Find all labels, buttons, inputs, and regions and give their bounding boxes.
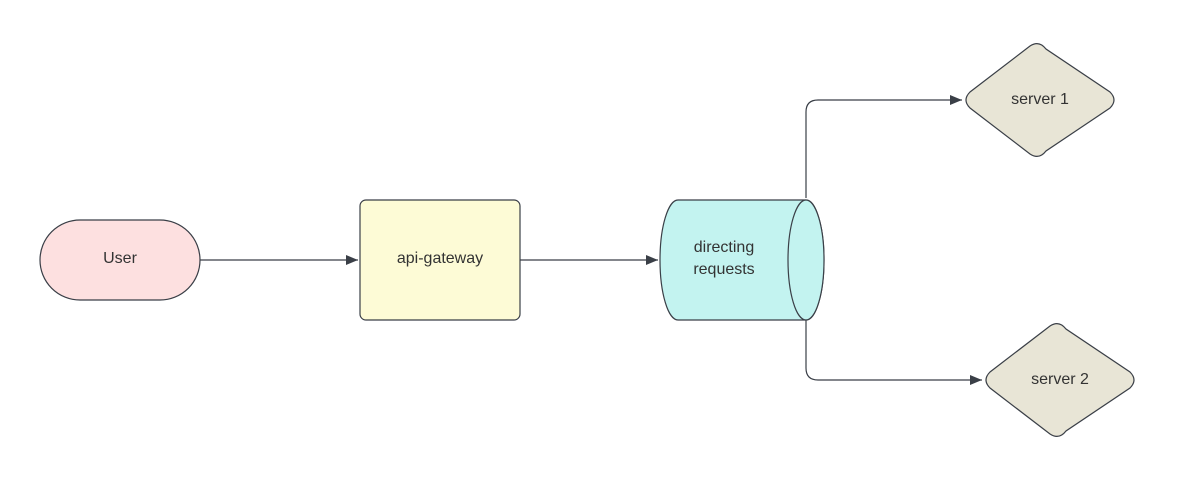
queue-label-line-2: requests <box>693 261 754 278</box>
node-api-gateway[interactable]: api-gateway <box>359 199 521 321</box>
server-2-label: server 2 <box>1031 371 1089 388</box>
edge-queue-to-server-1 <box>805 95 962 198</box>
node-directing-requests[interactable]: directing requests <box>659 199 825 321</box>
user-shape <box>39 219 201 301</box>
server-2-shape <box>985 323 1135 437</box>
user-label: User <box>103 250 137 267</box>
node-server-2[interactable]: server 2 <box>985 323 1135 437</box>
edge-queue-to-server-2 <box>805 320 982 385</box>
api-gateway-label: api-gateway <box>397 250 483 267</box>
api-gateway-shape <box>359 199 521 321</box>
server-1-shape <box>965 43 1115 157</box>
queue-label-line-1: directing <box>694 239 754 256</box>
node-user[interactable]: User <box>39 219 201 301</box>
queue-cap <box>787 199 825 321</box>
server-1-label: server 1 <box>1011 91 1069 108</box>
node-server-1[interactable]: server 1 <box>965 43 1115 157</box>
